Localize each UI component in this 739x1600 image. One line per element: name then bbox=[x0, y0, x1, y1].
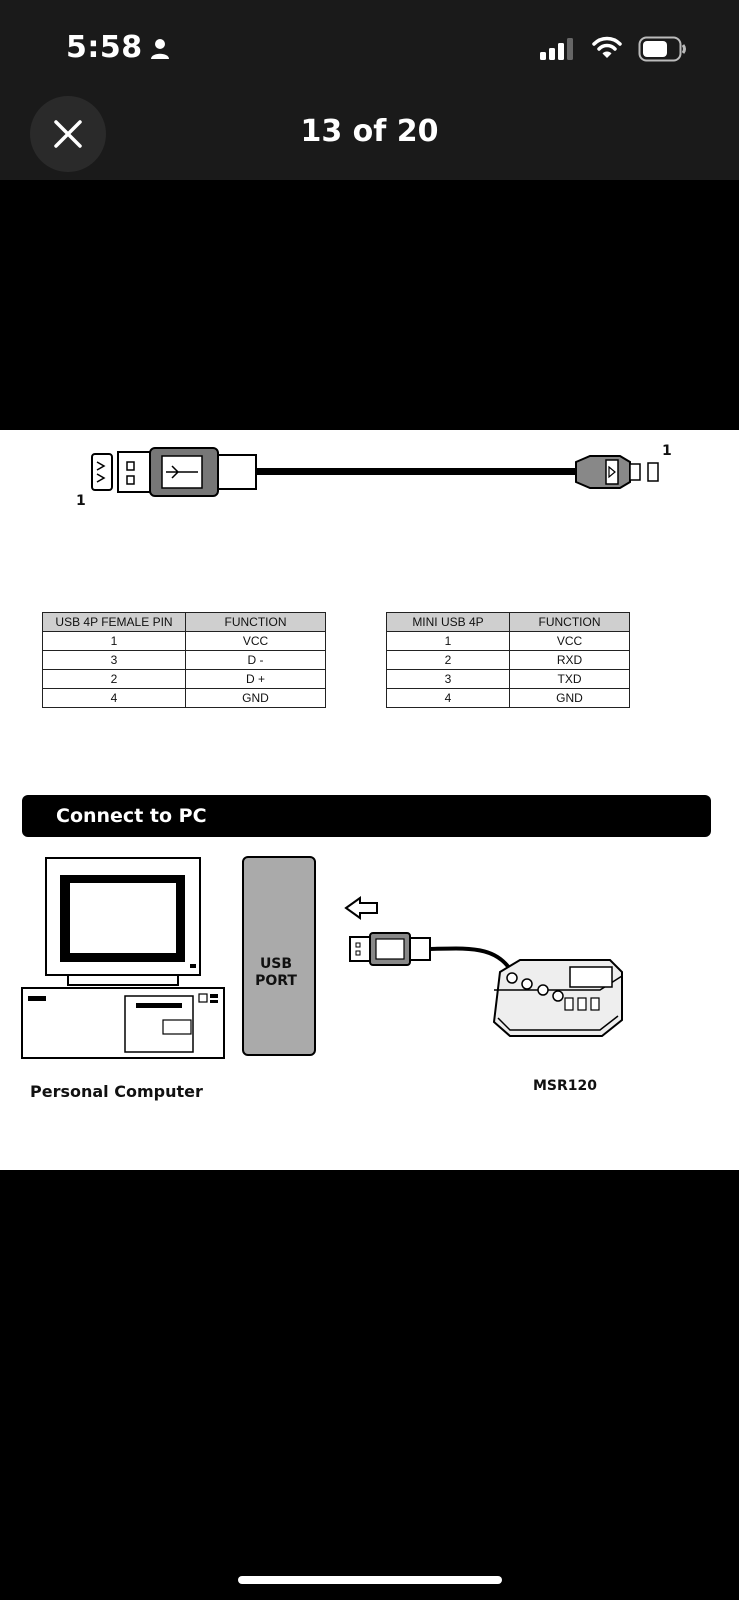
table-header: FUNCTION bbox=[509, 612, 630, 632]
usb-port-label: USB PORT bbox=[255, 956, 297, 989]
status-bar: 5:58 bbox=[0, 0, 739, 100]
section-title: Connect to PC bbox=[56, 805, 207, 827]
viewer-header bbox=[0, 100, 739, 180]
usb-plug-to-device bbox=[349, 932, 517, 979]
home-indicator[interactable] bbox=[238, 1576, 502, 1584]
status-time: 5:58 bbox=[66, 30, 143, 65]
battery-icon bbox=[638, 36, 686, 62]
manual-page-image: 1 1 USB 4P FEMALE PIN FUNCTION 1 VCC 3 D… bbox=[0, 430, 739, 1170]
personal-computer-label: Personal Computer bbox=[30, 1082, 203, 1101]
signal-icon bbox=[540, 38, 573, 60]
table-row: 1 VCC bbox=[386, 631, 630, 651]
table-row: 2 D + bbox=[42, 669, 326, 689]
usb-cable-diagram bbox=[91, 447, 659, 497]
mini-usb-pin-table: MINI USB 4P FUNCTION 1 VCC 2 RXD 3 TXD 4… bbox=[386, 612, 630, 708]
table-header: FUNCTION bbox=[185, 612, 326, 632]
table-header: USB 4P FEMALE PIN bbox=[42, 612, 186, 632]
table-row: 3 D - bbox=[42, 650, 326, 670]
table-row: 4 GND bbox=[42, 688, 326, 708]
device-label: MSR120 bbox=[533, 1078, 598, 1094]
pin-1-label-right: 1 bbox=[662, 443, 672, 459]
section-title-banner: Connect to PC bbox=[22, 795, 711, 837]
table-row: 2 RXD bbox=[386, 650, 630, 670]
arrow-left-icon bbox=[344, 896, 378, 920]
close-button[interactable] bbox=[30, 96, 106, 172]
table-header: MINI USB 4P bbox=[386, 612, 510, 632]
personal-computer-illustration bbox=[21, 857, 225, 1059]
pin-1-label-left: 1 bbox=[76, 493, 86, 509]
msr120-device-illustration bbox=[492, 959, 623, 1037]
close-icon bbox=[54, 120, 82, 148]
table-row: 3 TXD bbox=[386, 669, 630, 689]
usb-pin-table: USB 4P FEMALE PIN FUNCTION 1 VCC 3 D - 2… bbox=[42, 612, 326, 708]
manual-illustration bbox=[21, 447, 659, 1059]
usb-port-block bbox=[242, 856, 316, 1056]
wifi-icon bbox=[592, 36, 622, 58]
image-counter: 13 of 20 bbox=[300, 114, 439, 149]
person-icon bbox=[151, 39, 169, 59]
table-row: 1 VCC bbox=[42, 631, 326, 651]
table-row: 4 GND bbox=[386, 688, 630, 708]
